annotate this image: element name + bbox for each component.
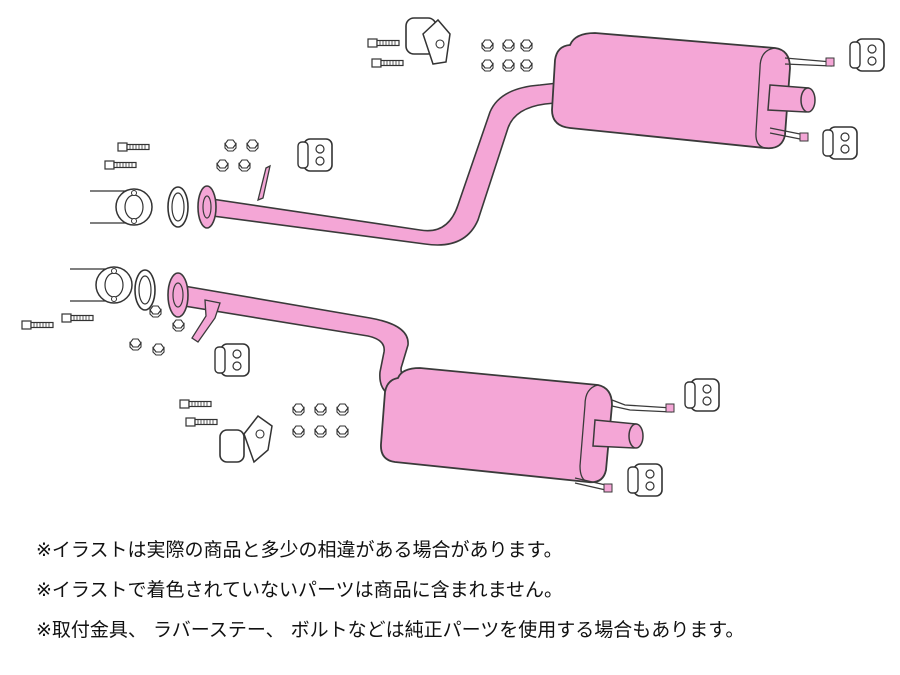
lower-rear-muffler bbox=[380, 367, 613, 484]
lower-front-hanger bbox=[191, 299, 221, 343]
exhaust-parts-diagram bbox=[21, 17, 885, 497]
lower-exhaust-system bbox=[167, 272, 675, 493]
upper-center-pipe bbox=[204, 79, 586, 246]
notes-section: ※イラストは実際の商品と多少の相違がある場合があります。 ※イラストで着色されて… bbox=[36, 530, 886, 650]
upper-hardware bbox=[89, 17, 885, 228]
note-illustration-difference: ※イラストは実際の商品と多少の相違がある場合があります。 bbox=[36, 539, 563, 561]
upper-front-hanger bbox=[257, 164, 271, 202]
upper-exhaust-system bbox=[197, 32, 835, 246]
upper-hanger-rods bbox=[769, 57, 833, 141]
note-genuine-parts: ※取付金具、 ラバーステー、 ボルトなどは純正パーツを使用する場合もあります。 bbox=[36, 619, 745, 641]
upper-rear-muffler bbox=[551, 32, 791, 150]
lower-hanger-rods bbox=[574, 399, 673, 492]
lower-hardware bbox=[21, 266, 720, 497]
note-uncolored-parts: ※イラストで着色されていないパーツは商品に含まれません。 bbox=[36, 579, 564, 601]
